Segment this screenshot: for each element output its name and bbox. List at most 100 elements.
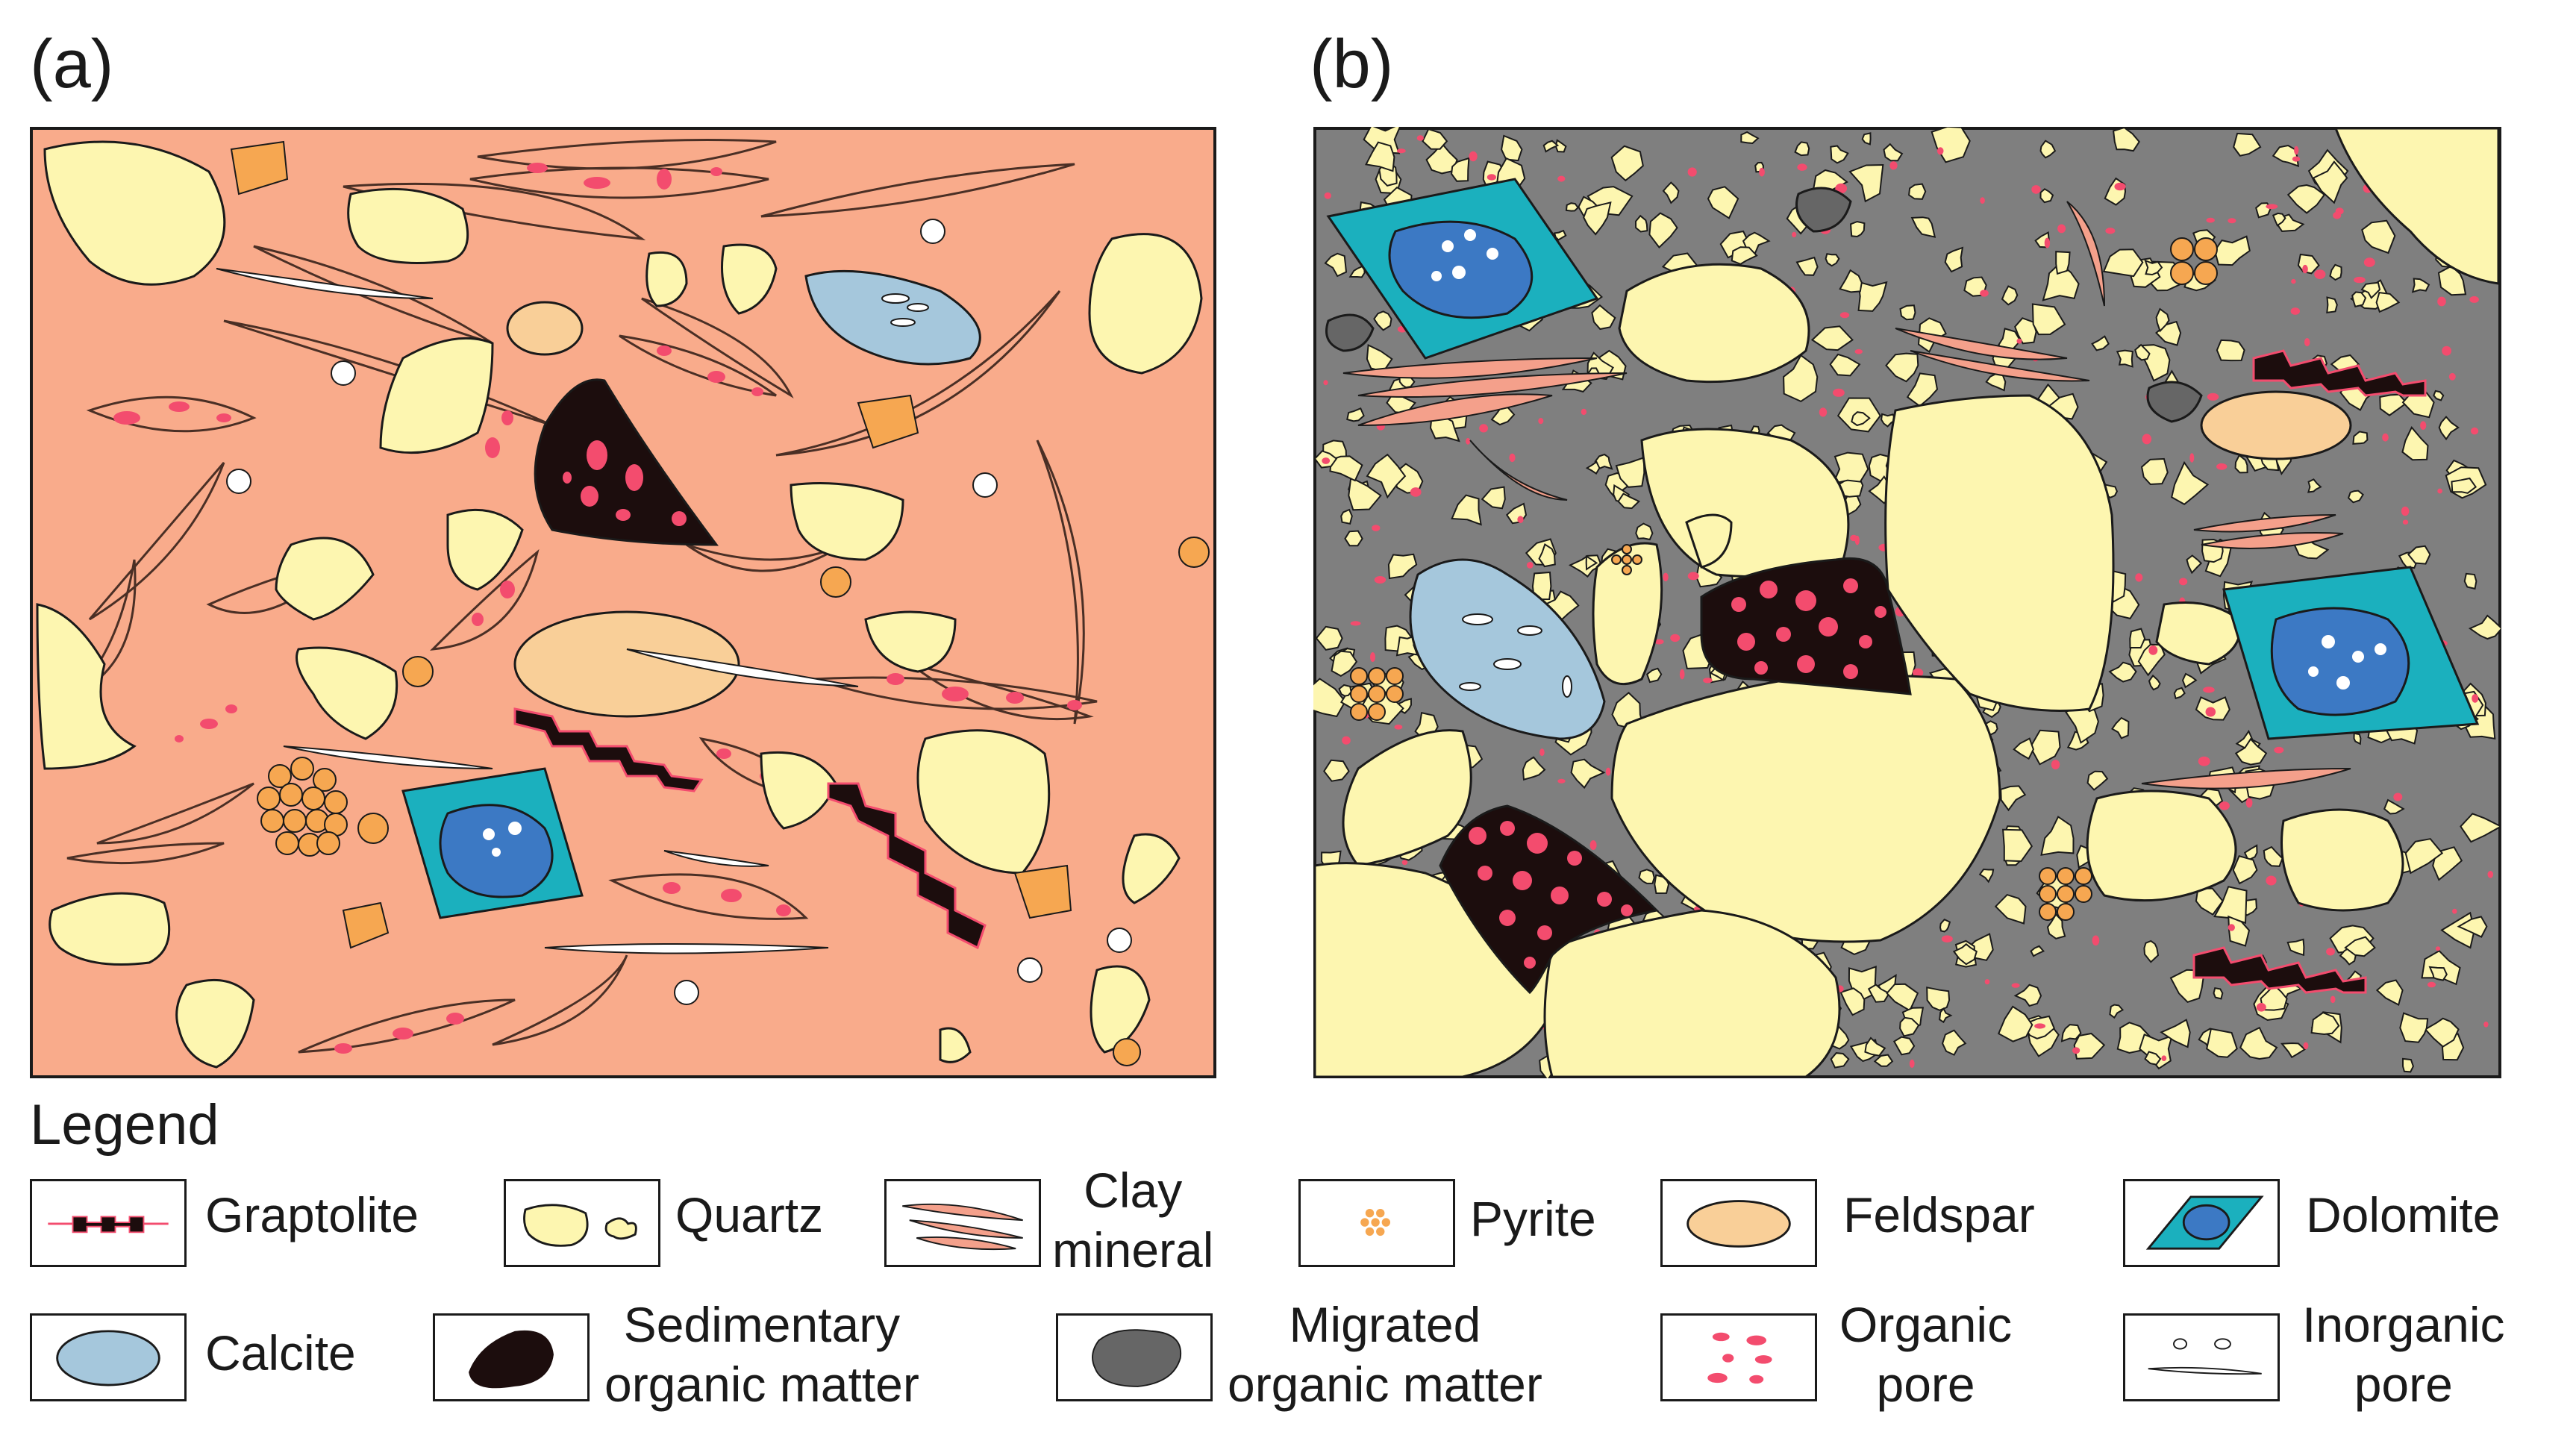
quartz-fragment bbox=[2001, 285, 2019, 306]
legend-organic-pore-swatch bbox=[1660, 1313, 1817, 1401]
quartz-fragment bbox=[1542, 140, 1560, 153]
quartz-fragment bbox=[1883, 143, 1904, 162]
quartz-fragment bbox=[1634, 214, 1648, 233]
quartz-fragment bbox=[1538, 543, 1556, 568]
organic-pore bbox=[2363, 257, 2375, 267]
legend-migrated-label-line1: Migrated bbox=[1289, 1297, 1481, 1352]
quartz-fragment bbox=[2213, 886, 2248, 925]
quartz-fragment bbox=[2013, 984, 2042, 1007]
organic-pore bbox=[2442, 346, 2451, 356]
quartz-fragment bbox=[2428, 966, 2448, 981]
organic-pore bbox=[2135, 573, 2143, 582]
quartz-fragment bbox=[2002, 828, 2033, 863]
quartz-fragment bbox=[1906, 372, 1939, 407]
quartz-fragment bbox=[1839, 987, 1866, 1016]
quartz-fragment bbox=[1638, 869, 1655, 884]
organic-pore bbox=[1663, 572, 1669, 581]
quartz-fragment bbox=[2039, 188, 2054, 204]
quartz-fragment bbox=[2171, 460, 2210, 506]
quartz-fragment bbox=[1594, 453, 1613, 472]
organic-pore bbox=[2290, 307, 2300, 315]
pyrite-crystal bbox=[1368, 667, 1386, 685]
quartz-fragment bbox=[1387, 553, 1418, 580]
legend-clay-swatch bbox=[884, 1179, 1041, 1267]
pyrite-crystal bbox=[1611, 554, 1622, 565]
organic-pore bbox=[1396, 148, 1406, 154]
quartz-fragment bbox=[2310, 1011, 2340, 1036]
quartz-fragment bbox=[2263, 845, 2283, 867]
legend-pyrite-swatch bbox=[1298, 1179, 1455, 1267]
legend-sedimentary-label-line1: Sedimentary bbox=[623, 1297, 901, 1352]
quartz-fragment bbox=[1998, 1005, 2033, 1042]
organic-pore bbox=[2031, 185, 2041, 194]
organic-pore bbox=[2354, 276, 2366, 284]
quartz-fragment bbox=[1795, 256, 1819, 276]
panel-b-feldspar bbox=[2200, 390, 2352, 460]
organic-pore bbox=[1323, 380, 1328, 386]
pyrite-crystal bbox=[2170, 237, 2194, 261]
organic-pore bbox=[1372, 525, 1381, 531]
organic-pore bbox=[2333, 211, 2342, 219]
organic-pore bbox=[2034, 1023, 2046, 1029]
quartz-fragment bbox=[2383, 798, 2405, 815]
organic-pore bbox=[2114, 182, 2126, 191]
panel-a-graptolites bbox=[513, 707, 987, 950]
organic-pore bbox=[2472, 694, 2479, 703]
quartz-fragment bbox=[2312, 160, 2348, 204]
quartz-fragment bbox=[1585, 460, 1601, 475]
organic-pore bbox=[1342, 736, 1351, 745]
quartz-fragment bbox=[1501, 134, 1523, 162]
legend-quartz-swatch bbox=[504, 1179, 660, 1267]
quartz-fragment bbox=[1373, 310, 1392, 331]
quartz-fragment bbox=[1451, 494, 1482, 526]
panel-b-pyrite-framboids bbox=[1350, 237, 2218, 921]
organic-pore bbox=[2072, 1047, 2081, 1054]
legend-clay-label: Clay mineral bbox=[1052, 1160, 1213, 1280]
organic-pore bbox=[2487, 871, 2494, 878]
organic-pore bbox=[1839, 312, 1850, 319]
organic-pore bbox=[2051, 760, 2060, 770]
quartz-fragment bbox=[2411, 278, 2430, 293]
quartz-fragment bbox=[2457, 916, 2488, 938]
organic-pore bbox=[2189, 453, 2195, 463]
legend-dolomite-swatch bbox=[2123, 1179, 2280, 1267]
organic-pore bbox=[1394, 725, 1403, 730]
quartz-fragment bbox=[1910, 216, 1936, 238]
quartz-fragment bbox=[2329, 263, 2342, 281]
quartz-fragment bbox=[1591, 304, 1616, 331]
pyrite-crystal bbox=[2075, 867, 2092, 885]
organic-pore bbox=[2057, 224, 2066, 234]
quartz-fragment bbox=[1481, 486, 1506, 510]
quartz-fragment bbox=[1553, 229, 1567, 241]
organic-pore bbox=[1909, 1059, 1915, 1068]
organic-pore bbox=[2219, 801, 2230, 810]
organic-pore bbox=[2303, 1042, 2309, 1050]
organic-pore bbox=[1322, 457, 1331, 464]
legend-inorganic-pore-swatch bbox=[2123, 1313, 2280, 1401]
organic-pore bbox=[2216, 463, 2228, 470]
quartz-fragment bbox=[1565, 202, 1579, 212]
organic-pore bbox=[1687, 572, 1699, 581]
quartz-fragment bbox=[2108, 661, 2137, 683]
quartz-fragment bbox=[1861, 132, 1872, 146]
quartz-fragment bbox=[1313, 678, 1346, 718]
legend-organic-pore-label: Organic pore bbox=[1839, 1295, 2012, 1414]
organic-pore bbox=[2016, 338, 2022, 344]
quartz-fragment bbox=[1873, 1054, 1894, 1067]
quartz-fragment bbox=[1881, 413, 1897, 428]
organic-pore bbox=[2435, 946, 2441, 951]
quartz-fragment bbox=[2129, 628, 2146, 648]
organic-pore bbox=[2326, 948, 2335, 956]
organic-pore bbox=[2437, 296, 2446, 307]
legend-sedimentary-label-line2: organic matter bbox=[604, 1357, 919, 1412]
quartz-fragment bbox=[2280, 1042, 2307, 1059]
quartz-fragment bbox=[2113, 127, 2140, 152]
quartz-fragment bbox=[2144, 1051, 2162, 1066]
organic-pore bbox=[1466, 437, 1471, 445]
quartz-fragment bbox=[1831, 451, 1869, 485]
quartz-fragment bbox=[1892, 1036, 1916, 1056]
organic-pore bbox=[2228, 218, 2236, 224]
organic-pore bbox=[2142, 434, 2152, 445]
quartz-fragment bbox=[2160, 1019, 2191, 1048]
organic-pore bbox=[1980, 290, 1989, 297]
